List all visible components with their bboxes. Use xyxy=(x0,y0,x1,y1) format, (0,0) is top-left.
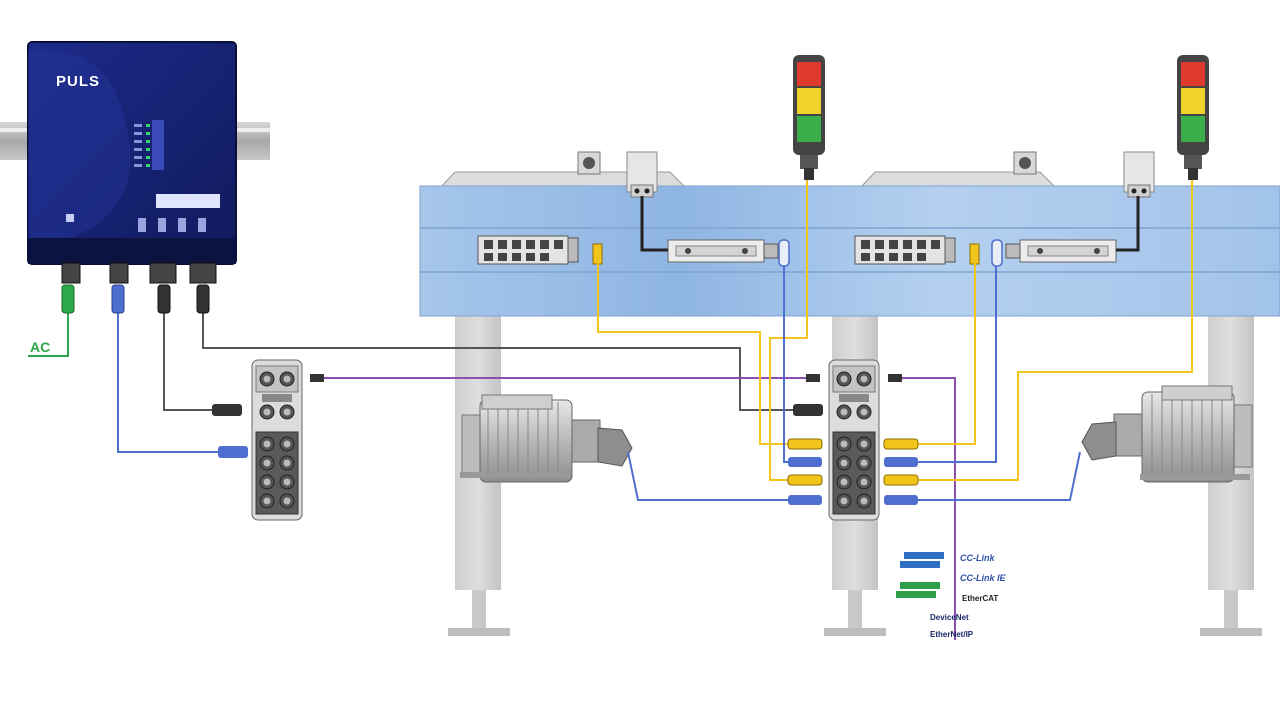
profibus-logo-icon xyxy=(900,552,944,568)
io-module-center xyxy=(828,359,880,521)
io-module-left xyxy=(251,359,303,521)
network-logo-cc-link-ie: CC-Link IE xyxy=(960,573,1006,583)
profinet-logo-icon xyxy=(896,582,940,598)
sensor-box xyxy=(1123,151,1155,198)
cylinder-actuator xyxy=(667,239,779,263)
stack-light xyxy=(793,55,825,180)
valve-terminal xyxy=(854,235,956,265)
control-cable xyxy=(202,312,796,411)
motor xyxy=(1081,385,1253,483)
network-logo-ethernet-ip: EtherNet/IP xyxy=(930,630,974,639)
network-cable xyxy=(898,377,956,640)
motor xyxy=(460,394,633,483)
power-supply-unit: PULS xyxy=(27,41,237,284)
sensor-box xyxy=(626,151,658,198)
cables xyxy=(28,180,1193,640)
network-logo-devicenet: DeviceNet xyxy=(930,613,969,622)
cable-plugs xyxy=(61,284,919,505)
ac-label: AC xyxy=(30,339,50,355)
power-cable xyxy=(117,310,220,453)
valve-terminal xyxy=(477,235,579,265)
cylinder-actuator xyxy=(1005,239,1117,263)
control-cable xyxy=(163,312,215,411)
network-logo-ethercat: EtherCAT xyxy=(962,594,998,603)
network-logos: CC-Link CC-Link IE EtherCAT DeviceNet Et… xyxy=(896,552,1006,639)
network-logo-cc-link: CC-Link xyxy=(960,553,995,563)
stack-light xyxy=(1177,55,1209,180)
power-supply-brand: PULS xyxy=(56,73,100,90)
ac-cable xyxy=(28,310,69,357)
